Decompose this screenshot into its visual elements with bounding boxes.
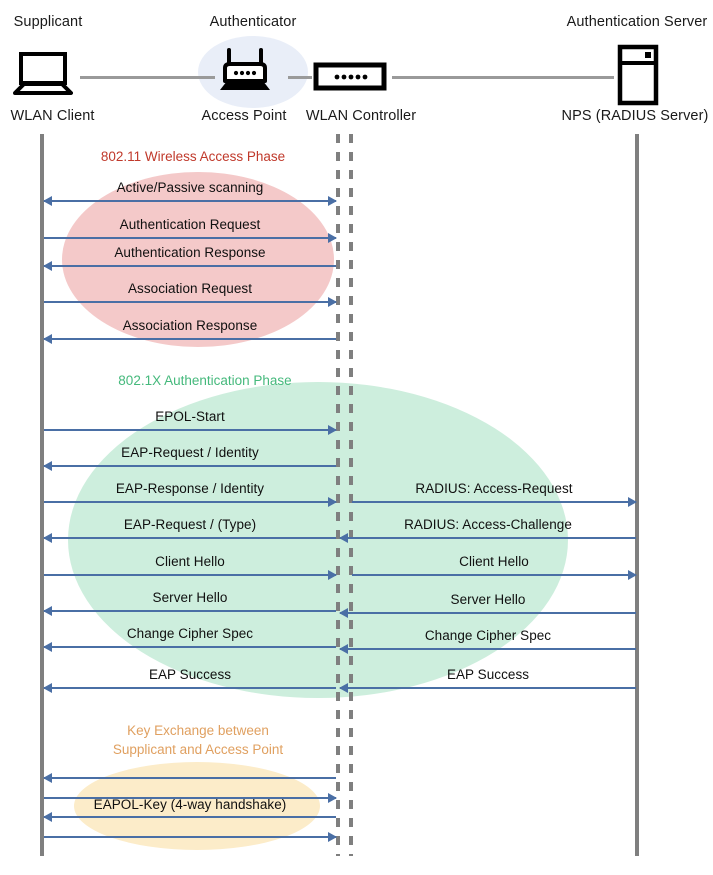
- arrowhead-left-icon: [43, 261, 52, 271]
- phase-title-key-exchange: Key Exchange between Supplicant and Acce…: [112, 723, 284, 758]
- phase-ellipse-key-exchange: [74, 762, 320, 850]
- message-line: [44, 687, 336, 689]
- wire-controller-to-server: [392, 76, 614, 79]
- actor-role-supplicant: Supplicant: [13, 14, 83, 30]
- phase-title-8021x: 802.1X Authentication Phase: [118, 373, 292, 388]
- message-label: RADIUS: Access-Request: [415, 481, 573, 496]
- arrowhead-left-icon: [43, 461, 52, 471]
- arrowhead-left-icon: [43, 196, 52, 206]
- message-label: Association Response: [122, 318, 258, 333]
- arrowhead-left-icon: [43, 606, 52, 616]
- arrowhead-left-icon: [43, 642, 52, 652]
- message-line: [44, 537, 336, 539]
- message-line: [44, 465, 336, 467]
- arrowhead-right-icon: [628, 497, 637, 507]
- phase-ellipse-8021x: [68, 382, 568, 698]
- arrowhead-left-icon: [43, 683, 52, 693]
- message-line: [44, 646, 336, 648]
- arrowhead-left-icon: [43, 812, 52, 822]
- lifeline-auth-server: [635, 134, 639, 856]
- arrowhead-left-icon: [43, 773, 52, 783]
- actor-label-wlan-client: WLAN Client: [10, 108, 95, 124]
- arrowhead-left-icon: [339, 644, 348, 654]
- message-label: RADIUS: Access-Challenge: [404, 517, 572, 532]
- message-line: [44, 816, 336, 818]
- message-line: [352, 501, 636, 503]
- message-line: [44, 501, 336, 503]
- lifeline-wlan-controller: [349, 134, 353, 856]
- message-line: [340, 648, 636, 650]
- message-line: [340, 612, 636, 614]
- message-label: Authentication Response: [114, 245, 266, 260]
- arrowhead-right-icon: [328, 832, 337, 842]
- message-line: [44, 338, 336, 340]
- arrowhead-right-icon: [328, 793, 337, 803]
- access-point-icon: [214, 48, 276, 101]
- arrowhead-left-icon: [43, 334, 52, 344]
- message-label: Association Request: [127, 281, 253, 296]
- actor-label-access-point: Access Point: [201, 108, 287, 124]
- arrowhead-right-icon: [328, 570, 337, 580]
- message-line: [44, 610, 336, 612]
- message-line: [44, 574, 336, 576]
- arrowhead-left-icon: [339, 683, 348, 693]
- arrowhead-left-icon: [339, 533, 348, 543]
- laptop-icon: [13, 52, 73, 101]
- message-line: [44, 301, 336, 303]
- lifeline-access-point: [336, 134, 340, 856]
- arrowhead-right-icon: [328, 297, 337, 307]
- phase-title-80211: 802.11 Wireless Access Phase: [100, 149, 286, 164]
- message-label: EAP Success: [446, 667, 530, 682]
- actor-role-authenticator: Authenticator: [209, 14, 297, 30]
- arrowhead-left-icon: [43, 533, 52, 543]
- message-line: [340, 687, 636, 689]
- actor-role-auth-server: Authentication Server: [566, 14, 708, 30]
- message-line: [44, 265, 336, 267]
- message-label: EAP-Request / Identity: [121, 445, 259, 460]
- message-label: EAPOL-Key (4-way handshake): [93, 797, 287, 812]
- message-line: [44, 777, 336, 779]
- arrowhead-right-icon: [628, 570, 637, 580]
- actor-label-nps-radius-server: NPS (RADIUS Server): [561, 108, 709, 124]
- message-label: Active/Passive scanning: [116, 180, 264, 195]
- arrowhead-right-icon: [328, 196, 337, 206]
- message-label: Change Cipher Spec: [424, 628, 552, 643]
- message-line: [44, 237, 336, 239]
- message-line: [44, 836, 336, 838]
- arrowhead-right-icon: [328, 425, 337, 435]
- actor-label-wlan-controller: WLAN Controller: [305, 108, 417, 124]
- message-label: EAP-Request / (Type): [123, 517, 257, 532]
- lifeline-supplicant: [40, 134, 44, 856]
- message-label: Server Hello: [450, 592, 526, 607]
- arrowhead-right-icon: [328, 233, 337, 243]
- message-line: [44, 797, 336, 799]
- message-line: [352, 574, 636, 576]
- message-label: EPOL-Start: [155, 409, 225, 424]
- message-label: Authentication Request: [119, 217, 261, 232]
- message-label: Client Hello: [155, 554, 225, 569]
- message-line: [44, 429, 336, 431]
- arrowhead-right-icon: [328, 497, 337, 507]
- message-label: Client Hello: [459, 554, 529, 569]
- message-line: [44, 200, 336, 202]
- wire-ap-to-controller: [288, 76, 312, 79]
- wlan-controller-icon: [313, 62, 387, 96]
- message-line: [340, 537, 636, 539]
- arrowhead-left-icon: [339, 608, 348, 618]
- wire-client-to-ap: [80, 76, 215, 79]
- message-label: Server Hello: [152, 590, 228, 605]
- message-label: Change Cipher Spec: [126, 626, 254, 641]
- server-icon: [617, 44, 659, 111]
- message-label: EAP Success: [148, 667, 232, 682]
- message-label: EAP-Response / Identity: [115, 481, 265, 496]
